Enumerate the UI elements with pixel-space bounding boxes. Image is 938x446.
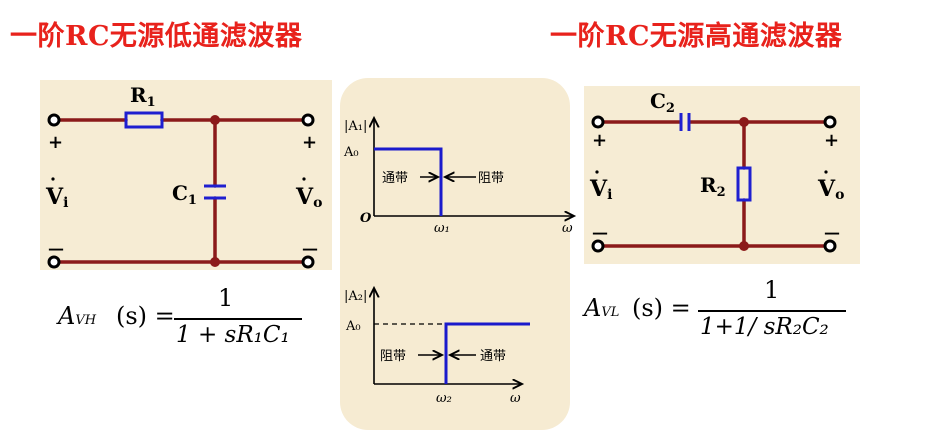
highpass-transfer-function: AVL (s) = 1 1+1/ sR₂C₂ [584,276,884,346]
hp-formula-lhs: AVL [584,294,620,322]
lp-terminal-out-bottom [301,255,315,269]
lowpass-title: 一阶RC无源低通滤波器 [10,21,303,52]
lp-formula-lhs: AVH [58,302,97,330]
hp-node-bottom [739,241,749,251]
lp-formula-fraction-bar [174,318,302,320]
lp-resp-cutoff: ω₁ [434,221,450,236]
lp-formula-numerator: 1 [218,284,234,312]
lowpass-circuit-panel: R1 C1 + — + — Vi Vo [40,80,332,270]
hp-output-minus: — [824,223,840,242]
hp-vi-label: Vi [589,176,612,203]
hp-node-top [739,117,749,127]
hp-resp-cutoff: ω₂ [436,391,452,406]
hp-input-minus: — [592,223,608,242]
lp-resp-curve [374,147,443,216]
lp-output-plus: + [302,132,317,153]
lowpass-transfer-function: AVH (s) = 1 1 + sR₁C₁ [58,284,318,354]
lp-terminal-in-bottom [47,255,61,269]
lp-resp-x-label: ω [562,221,573,236]
lp-resp-y-label: |A₁| [344,119,367,134]
hp-terminal-in-top [591,115,605,129]
lp-resp-stop-label: 阻带 [478,171,504,186]
lp-input-plus: + [48,132,63,153]
lowpass-circuit-diagram: R1 C1 + — + — Vi Vo [45,83,322,269]
highpass-title: 一阶RC无源高通滤波器 [550,21,843,52]
lp-vo-label: Vo [295,184,322,211]
lp-resp-pass-label: 通带 [382,171,408,186]
lp-resp-origin: O [360,211,372,226]
hp-formula-fraction-bar [698,310,846,312]
lp-vo-dot [302,177,306,181]
highpass-circuit-diagram: C2 R2 + — + — Vi Vo [589,89,844,253]
lp-formula-denominator: 1 + sR₁C₁ [176,322,290,348]
hp-output-plus: + [824,130,839,151]
hp-terminal-in-bottom [591,239,605,253]
lp-formula-arg: (s) = [116,302,175,330]
lp-vi-dot [51,177,55,181]
frequency-response-plots: |A₁| A₀ O ω₁ ω 通带 阻带 |A₂| A₀ ω₂ ω 阻带 通带 [343,78,573,406]
hp-c2-label: C2 [650,89,675,116]
hp-r2-label: R2 [700,173,726,200]
lp-terminal-out-top [301,113,315,127]
lp-node-bottom [210,257,220,267]
lp-c1-label: C1 [172,181,197,208]
hp-terminal-out-bottom [823,239,837,253]
hp-terminal-out-top [823,115,837,129]
hp-resp-level-label: A₀ [345,319,361,334]
highpass-circuit-panel: C2 R2 + — + — Vi Vo [584,86,860,264]
hp-input-plus: + [592,130,607,151]
hp-resp-pass-label: 通带 [480,349,506,364]
hp-resistor-r2 [736,166,752,202]
frequency-response-panel: |A₁| A₀ O ω₁ ω 通带 阻带 |A₂| A₀ ω₂ ω 阻带 通带 [340,78,570,430]
hp-vi-dot [595,170,599,174]
lp-input-minus: — [48,239,64,258]
hp-resp-x-label: ω [510,391,521,406]
lp-resistor-r1 [124,111,164,129]
hp-resp-curve [444,322,530,384]
hp-formula-numerator: 1 [764,276,780,304]
hp-resp-stop-label: 阻带 [380,349,406,364]
hp-formula-denominator: 1+1/ sR₂C₂ [700,314,829,340]
hp-vo-dot [824,170,828,174]
lp-r1-label: R1 [130,83,156,110]
hp-resp-y-label: |A₂| [344,289,367,304]
hp-vo-label: Vo [817,176,844,203]
lp-vi-label: Vi [45,184,68,211]
lp-node-top [210,115,220,125]
lp-resp-level-label: A₀ [343,145,359,160]
lp-output-minus: — [302,239,318,258]
hp-formula-arg: (s) = [632,294,691,322]
lp-terminal-in-top [47,113,61,127]
